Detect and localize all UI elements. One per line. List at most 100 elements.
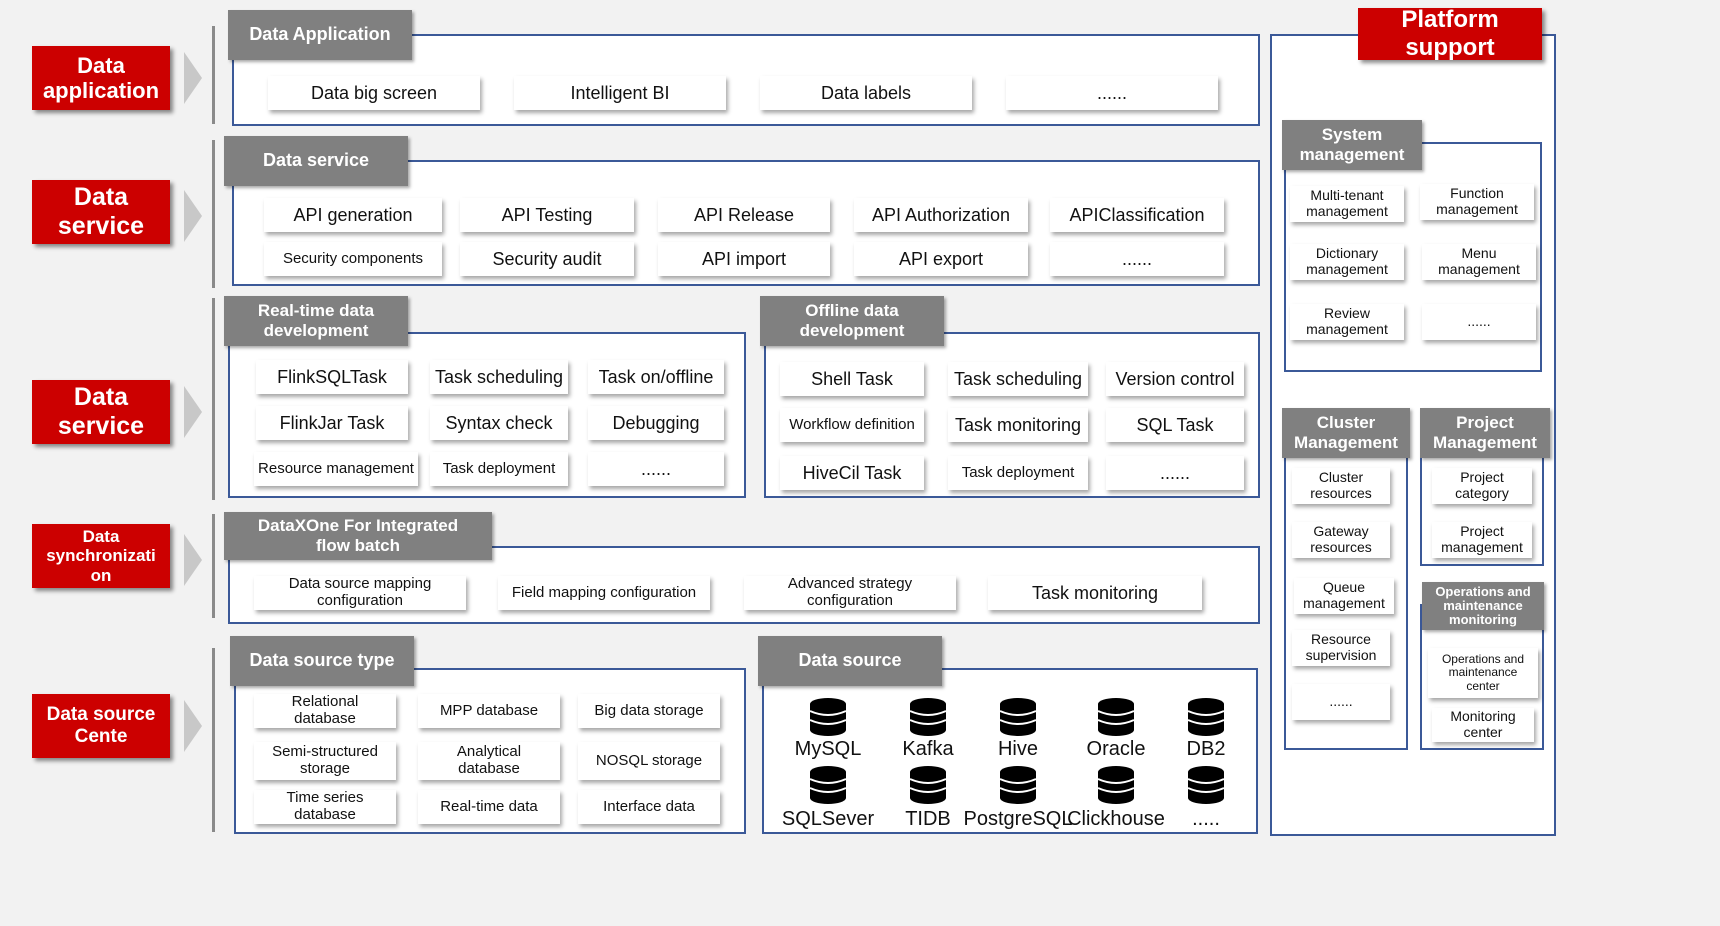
item-interface-data[interactable]: Interface data bbox=[578, 790, 720, 824]
database-icon bbox=[1187, 698, 1225, 736]
layer-bracket bbox=[212, 298, 215, 500]
item-api-export[interactable]: API export bbox=[854, 242, 1028, 276]
layer-arrow bbox=[184, 190, 202, 242]
data-source-label: Oracle bbox=[1086, 738, 1146, 760]
item-queue-management[interactable]: Queue management bbox=[1294, 578, 1394, 614]
item-task-monitoring[interactable]: Task monitoring bbox=[948, 408, 1088, 442]
database-icon bbox=[809, 698, 847, 736]
layer-arrow bbox=[184, 52, 202, 104]
item-advanced-strategy[interactable]: Advanced strategy configuration bbox=[744, 575, 956, 610]
data-source-label: Clickhouse bbox=[1067, 808, 1165, 830]
item-api-authorization[interactable]: API Authorization bbox=[854, 198, 1028, 232]
item-data-labels[interactable]: Data labels bbox=[760, 76, 972, 110]
item-time-series-database[interactable]: Time series database bbox=[254, 789, 396, 824]
item-dictionary-management[interactable]: Dictionary management bbox=[1290, 244, 1404, 280]
item-project-management[interactable]: Project management bbox=[1432, 522, 1532, 558]
item-api-import[interactable]: API import bbox=[658, 242, 830, 276]
item-security-audit[interactable]: Security audit bbox=[460, 242, 634, 276]
tab-project-management: Project Management bbox=[1420, 408, 1550, 458]
data-source-label: SQLSever bbox=[781, 808, 875, 830]
item-more[interactable]: ...... bbox=[1292, 684, 1390, 720]
item-task-on-offline[interactable]: Task on/offline bbox=[588, 360, 724, 394]
item-analytical-database[interactable]: Analytical database bbox=[418, 742, 560, 780]
item-api-testing[interactable]: API Testing bbox=[460, 198, 634, 232]
database-icon bbox=[809, 766, 847, 804]
layer-bracket bbox=[212, 140, 215, 288]
item-more[interactable]: ...... bbox=[1422, 304, 1536, 340]
item-field-mapping[interactable]: Field mapping configuration bbox=[498, 576, 710, 610]
tab-data-service: Data service bbox=[224, 136, 408, 186]
item-shell-task[interactable]: Shell Task bbox=[780, 362, 924, 396]
database-icon bbox=[1187, 766, 1225, 804]
item-monitoring-center[interactable]: Monitoring center bbox=[1432, 708, 1534, 742]
item-function-management[interactable]: Function management bbox=[1420, 184, 1534, 220]
item-api-generation[interactable]: API generation bbox=[264, 198, 442, 232]
item-operations-center[interactable]: Operations and maintenance center bbox=[1428, 648, 1538, 698]
item-menu-management[interactable]: Menu management bbox=[1422, 244, 1536, 280]
layer-arrow bbox=[184, 700, 202, 752]
item-task-scheduling[interactable]: Task scheduling bbox=[948, 362, 1088, 396]
data-source-label: ..... bbox=[1192, 808, 1220, 830]
layer-bracket bbox=[212, 648, 215, 832]
database-icon bbox=[999, 698, 1037, 736]
item-more[interactable]: ...... bbox=[588, 452, 724, 486]
item-review-management[interactable]: Review management bbox=[1290, 304, 1404, 340]
panel-data-source bbox=[762, 668, 1258, 834]
layer-arrow bbox=[184, 534, 202, 586]
database-icon bbox=[1097, 766, 1135, 804]
item-nosql-storage[interactable]: NOSQL storage bbox=[578, 742, 720, 780]
data-source-label: Kafka bbox=[902, 738, 954, 760]
tab-offline-dev: Offline data development bbox=[760, 296, 944, 346]
item-resource-management[interactable]: Resource management bbox=[254, 452, 418, 486]
item-debugging[interactable]: Debugging bbox=[588, 406, 724, 440]
item-more[interactable]: ...... bbox=[1050, 242, 1224, 276]
item-resource-supervision[interactable]: Resource supervision bbox=[1292, 630, 1390, 666]
database-icon bbox=[1097, 698, 1135, 736]
item-sql-task[interactable]: SQL Task bbox=[1106, 408, 1244, 442]
tab-system-management: System management bbox=[1282, 120, 1422, 170]
layer-label-data-development: Data service bbox=[32, 380, 170, 444]
item-api-classification[interactable]: APIClassification bbox=[1050, 198, 1224, 232]
item-syntax-check[interactable]: Syntax check bbox=[430, 406, 568, 440]
item-real-time-data[interactable]: Real-time data bbox=[418, 790, 560, 824]
layer-bracket bbox=[212, 514, 215, 618]
item-task-scheduling[interactable]: Task scheduling bbox=[430, 360, 568, 394]
item-task-deployment[interactable]: Task deployment bbox=[430, 452, 568, 486]
item-semi-structured-storage[interactable]: Semi-structured storage bbox=[254, 742, 396, 780]
item-more[interactable]: ...... bbox=[1106, 456, 1244, 490]
item-multi-tenant-management[interactable]: Multi-tenant management bbox=[1290, 186, 1404, 222]
item-more[interactable]: ...... bbox=[1006, 76, 1218, 110]
item-flinksql-task[interactable]: FlinkSQLTask bbox=[256, 360, 408, 394]
item-api-release[interactable]: API Release bbox=[658, 198, 830, 232]
item-big-data-storage[interactable]: Big data storage bbox=[578, 694, 720, 728]
layer-bracket bbox=[212, 26, 215, 124]
item-security-components[interactable]: Security components bbox=[264, 242, 442, 276]
item-intelligent-bi[interactable]: Intelligent BI bbox=[514, 76, 726, 110]
data-source-label: Hive bbox=[997, 738, 1038, 760]
tab-dataxone: DataXOne For Integrated flow batch bbox=[224, 512, 492, 560]
item-workflow-definition[interactable]: Workflow definition bbox=[780, 408, 924, 442]
data-source-label: PostgreSQL bbox=[963, 808, 1073, 830]
item-flinkjar-task[interactable]: FlinkJar Task bbox=[256, 406, 408, 440]
tab-data-application: Data Application bbox=[228, 10, 412, 60]
tab-realtime-dev: Real-time data development bbox=[224, 296, 408, 346]
item-cluster-resources[interactable]: Cluster resources bbox=[1292, 468, 1390, 504]
layer-label-data-application: Data application bbox=[32, 46, 170, 110]
item-data-source-mapping[interactable]: Data source mapping configuration bbox=[254, 575, 466, 610]
item-gateway-resources[interactable]: Gateway resources bbox=[1292, 522, 1390, 558]
item-project-category[interactable]: Project category bbox=[1432, 468, 1532, 504]
data-source-label: MySQL bbox=[794, 738, 862, 760]
item-hivecil-task[interactable]: HiveCil Task bbox=[780, 456, 924, 490]
tab-data-source-type: Data source type bbox=[230, 636, 414, 686]
layer-label-data-service: Data service bbox=[32, 180, 170, 244]
data-source-label: TIDB bbox=[905, 808, 951, 830]
item-version-control[interactable]: Version control bbox=[1106, 362, 1244, 396]
tab-data-source: Data source bbox=[758, 636, 942, 686]
layer-arrow bbox=[184, 386, 202, 438]
platform-support-title: Platform support bbox=[1358, 6, 1542, 61]
item-mpp-database[interactable]: MPP database bbox=[418, 694, 560, 728]
item-task-deployment[interactable]: Task deployment bbox=[948, 456, 1088, 490]
item-task-monitoring[interactable]: Task monitoring bbox=[988, 576, 1202, 610]
item-data-big-screen[interactable]: Data big screen bbox=[268, 76, 480, 110]
item-relational-database[interactable]: Relational database bbox=[254, 693, 396, 728]
